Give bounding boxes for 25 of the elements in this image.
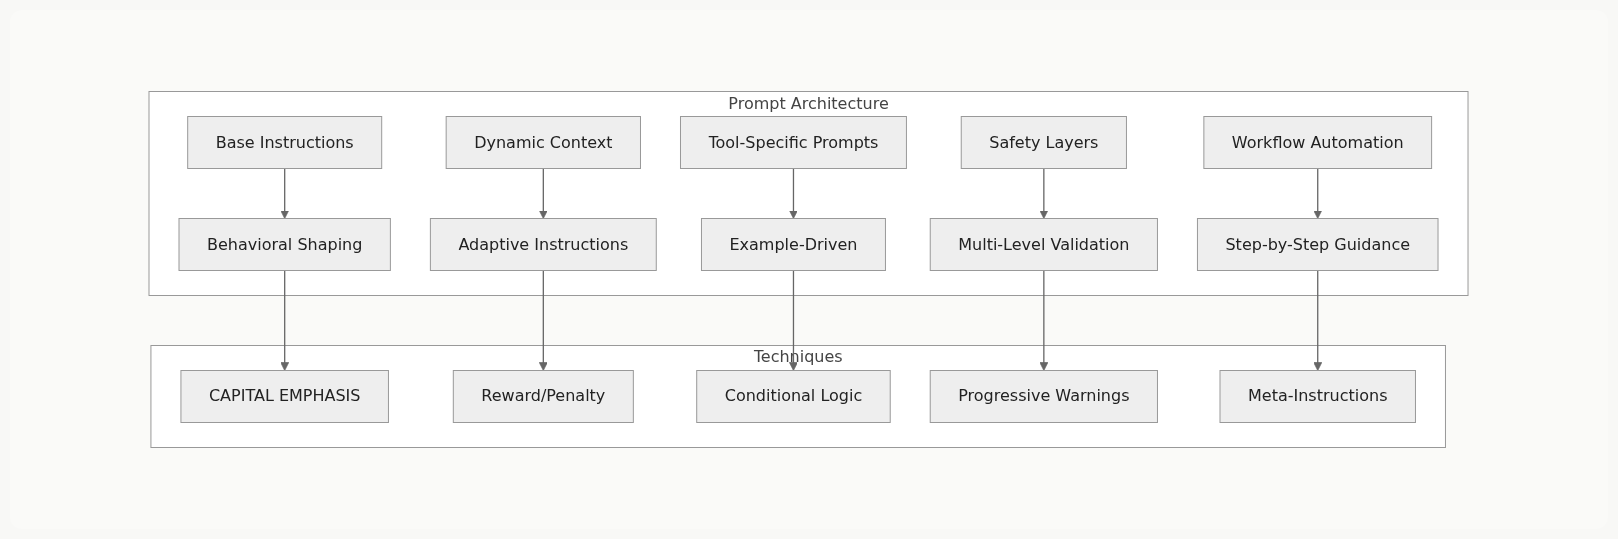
node-box: CAPITAL EMPHASIS [180, 370, 390, 423]
arrow [789, 269, 799, 371]
node-box: Reward/Penalty [453, 370, 635, 423]
node-box: Multi-Level Validation [930, 218, 1159, 271]
node-box: Adaptive Instructions [430, 218, 658, 271]
arrow [1313, 167, 1323, 219]
arrow [280, 269, 290, 371]
arrow [789, 167, 799, 219]
node-box: Meta-Instructions [1220, 370, 1417, 423]
arrow [1039, 167, 1049, 219]
node-box: Conditional Logic [696, 370, 892, 423]
node-box: Workflow Automation [1203, 116, 1433, 169]
arrow [539, 167, 549, 219]
arrow [539, 269, 549, 371]
arrow [280, 167, 290, 219]
arrow [1313, 269, 1323, 371]
node-box: Tool-Specific Prompts [680, 116, 908, 169]
node-box: Example-Driven [701, 218, 887, 271]
node-box: Dynamic Context [446, 116, 642, 169]
node-box: Base Instructions [187, 116, 383, 169]
node-box: Behavioral Shaping [179, 218, 392, 271]
node-box: Progressive Warnings [930, 370, 1159, 423]
arrow [1039, 269, 1049, 371]
node-box: Step-by-Step Guidance [1197, 218, 1439, 271]
node-box: Safety Layers [961, 116, 1128, 169]
